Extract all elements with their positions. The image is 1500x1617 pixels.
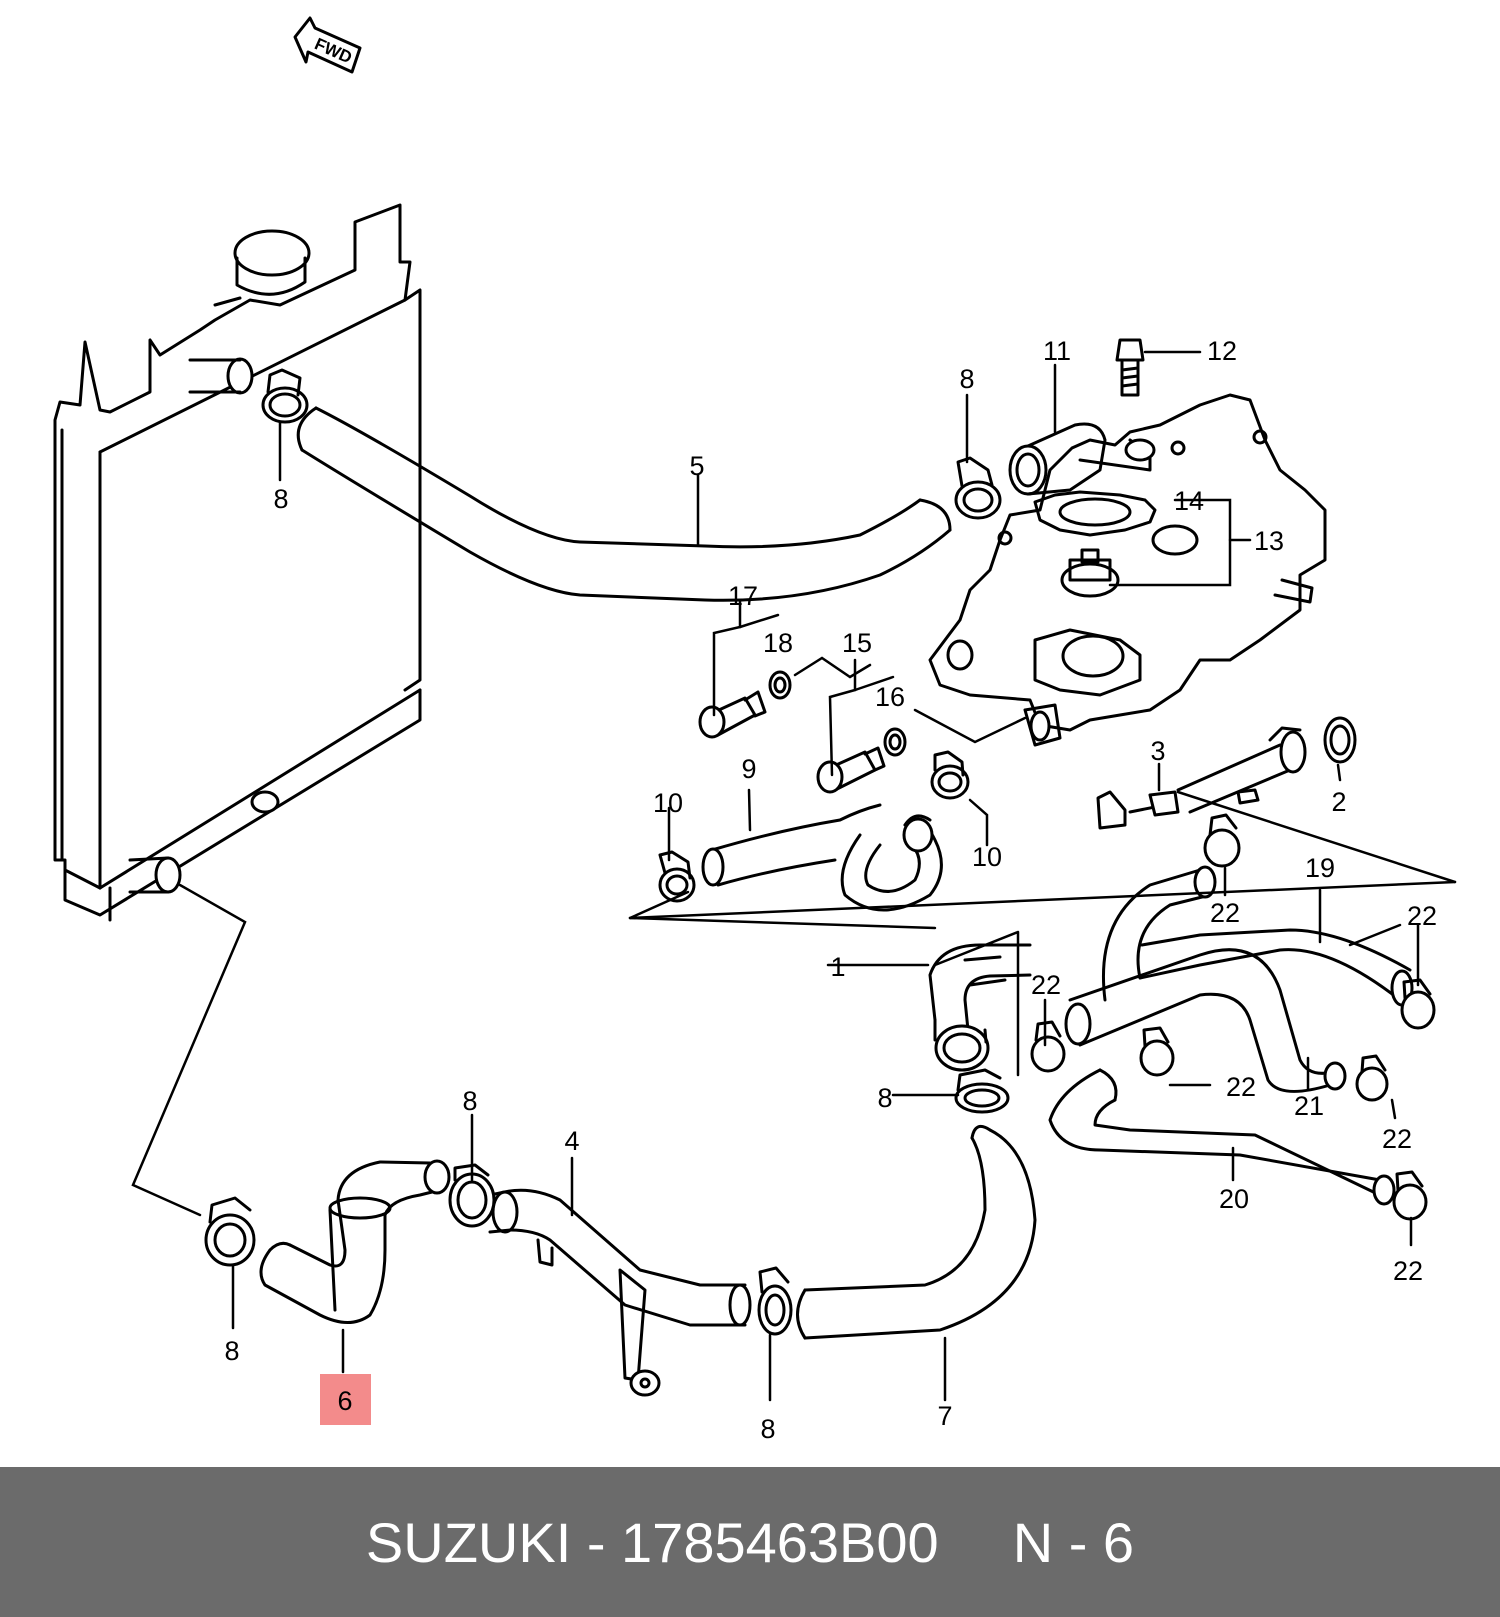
callout-7: 7 (937, 1401, 952, 1431)
hose-clamp-8-lower-right (757, 1266, 793, 1336)
callout-19: 19 (1305, 853, 1335, 883)
part-number-label: SUZUKI - 1785463B00 (365, 1510, 939, 1574)
leader-lines (131, 350, 1457, 1402)
water-hose-19 (1101, 865, 1414, 1007)
hose-clamp-8-lower-left (204, 1196, 256, 1267)
bolt-3 (1096, 790, 1180, 830)
gasket-18 (768, 670, 792, 700)
fwd-arrow-icon: FWD (293, 16, 362, 74)
gasket-16 (883, 727, 907, 757)
radiator-lower-hose-6 (259, 1159, 451, 1324)
callout-22: 22 (1382, 1124, 1412, 1154)
radiator (53, 203, 422, 922)
callout-12: 12 (1207, 336, 1237, 366)
callout-16: 16 (875, 682, 905, 712)
hose-clamp-10-right (930, 750, 970, 800)
gasket-14 (1033, 490, 1157, 537)
hose-clamp-22-e (1355, 1054, 1389, 1102)
callout-13: 13 (1254, 526, 1284, 556)
water-pipe-4 (488, 1188, 752, 1397)
hose-clamp-22-a (1203, 813, 1241, 868)
water-hose-1 (928, 943, 1032, 1072)
callout-22: 22 (1031, 970, 1061, 1000)
callout-5: 5 (689, 451, 704, 481)
housing-nipple (1023, 703, 1062, 747)
callout-10: 10 (653, 788, 683, 818)
hose-clamp-22-d (1139, 1026, 1175, 1077)
bolt-12 (1115, 338, 1145, 397)
hose-clamp-10-left (658, 850, 696, 903)
sender-15 (816, 746, 886, 794)
callout-8: 8 (877, 1083, 892, 1113)
callout-15: 15 (842, 628, 872, 658)
parts-diagram: FWD (53, 16, 1457, 1444)
callout-18: 18 (763, 628, 793, 658)
hose-clamp-8-upper-left (261, 368, 309, 424)
temperature-sender-17 (698, 690, 767, 739)
callout-1: 1 (830, 952, 845, 982)
callout-20: 20 (1219, 1184, 1249, 1214)
callout-8: 8 (224, 1336, 239, 1366)
diagram-reference: N - 6 (1012, 1510, 1135, 1574)
hose-clamp-22-b (1400, 978, 1436, 1030)
water-outlet-11 (1008, 422, 1156, 496)
callout-8: 8 (273, 484, 288, 514)
callout-8: 8 (959, 364, 974, 394)
thermostat-13 (1060, 548, 1120, 598)
hose-clamp-8-middle (954, 1068, 1010, 1114)
callout-11: 11 (1043, 336, 1071, 366)
thermostat-housing (928, 393, 1327, 732)
callout-numbers: 8 5 8 11 12 14 13 17 18 15 16 3 2 9 10 1… (224, 336, 1437, 1444)
hose-clamp-22-f (1392, 1170, 1428, 1221)
water-hose-21 (1064, 948, 1347, 1093)
callout-17: 17 (728, 581, 758, 611)
callout-22: 22 (1210, 898, 1240, 928)
footer-bar: SUZUKI - 1785463B00 N - 6 (0, 1467, 1500, 1617)
highlight-box (320, 1374, 371, 1425)
callout-3: 3 (1150, 736, 1165, 766)
callout-8: 8 (760, 1414, 775, 1444)
callout-6: 6 (337, 1386, 352, 1416)
water-pipe-2 (1176, 716, 1357, 814)
callout-8: 8 (462, 1086, 477, 1116)
callout-10: 10 (972, 842, 1002, 872)
hose-clamp-22-c (1030, 1020, 1066, 1073)
lower-hose-7 (796, 1124, 1037, 1340)
callout-2: 2 (1331, 787, 1346, 817)
callout-9: 9 (741, 754, 756, 784)
callout-14: 14 (1174, 486, 1204, 516)
callout-22: 22 (1407, 901, 1437, 931)
hose-clamp-8-upper-right (954, 456, 1002, 520)
callout-22: 22 (1393, 1256, 1423, 1286)
heater-hose-9 (701, 803, 943, 912)
callout-21: 21 (1294, 1091, 1324, 1121)
callout-22: 22 (1226, 1072, 1256, 1102)
upper-radiator-hose-5 (296, 406, 952, 602)
callout-4: 4 (564, 1126, 579, 1156)
water-hose-20 (1048, 1068, 1396, 1206)
